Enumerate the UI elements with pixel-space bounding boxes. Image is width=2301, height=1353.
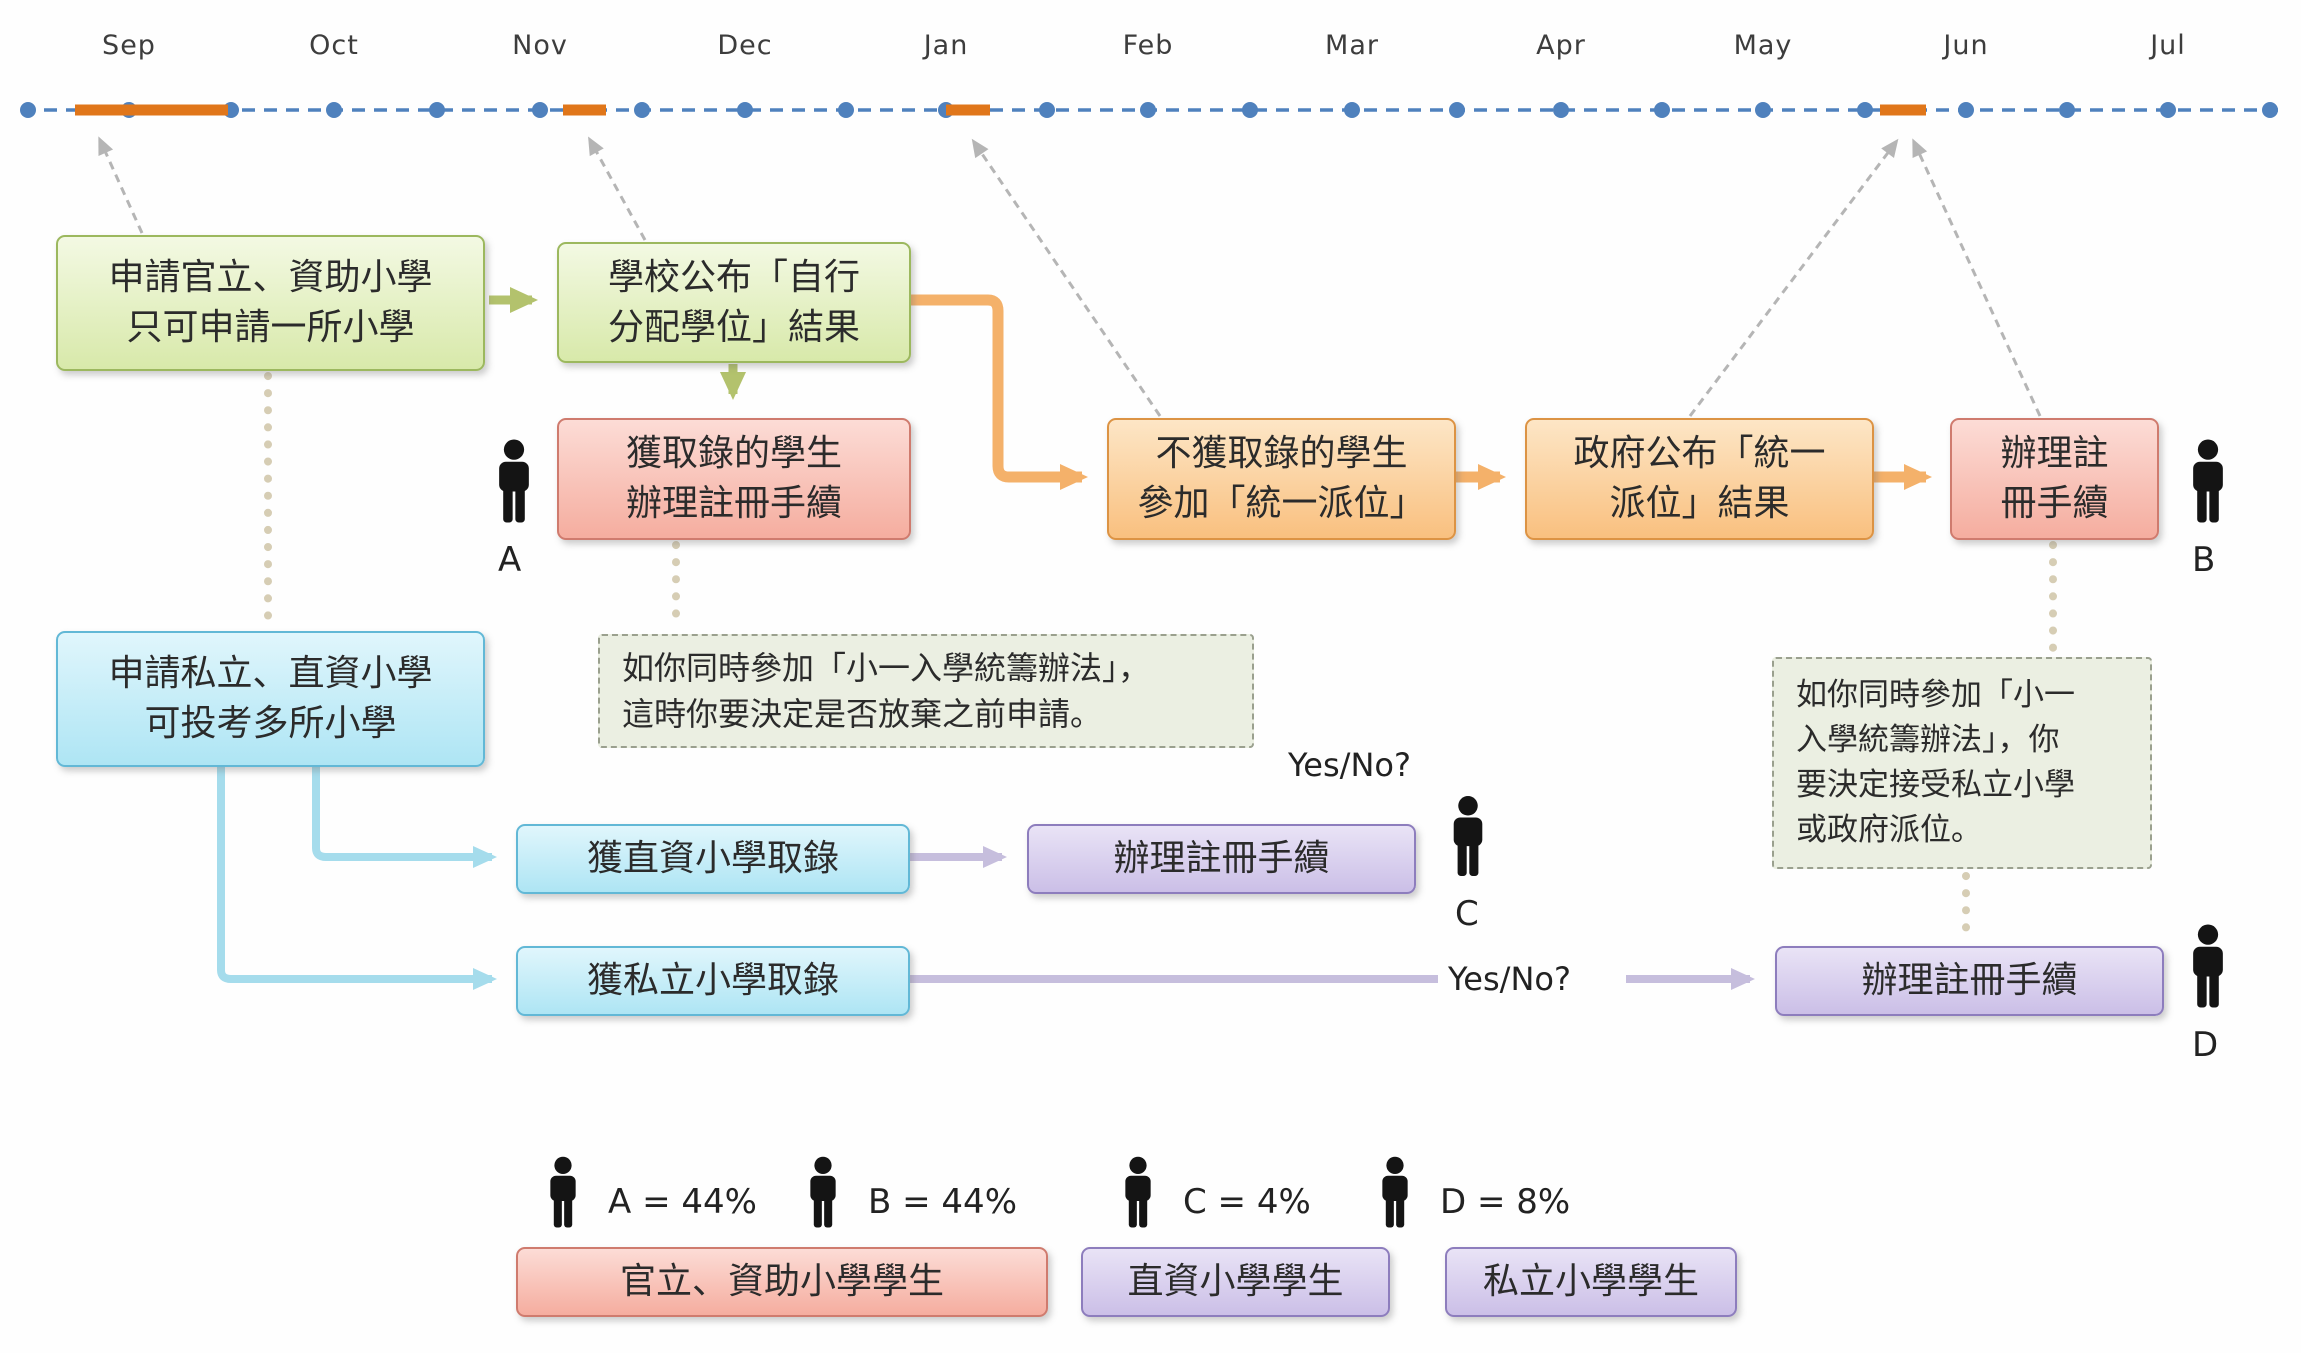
legend-person-c-icon xyxy=(1115,1155,1161,1231)
month-label-may: May xyxy=(1733,30,1793,61)
orange-arrows xyxy=(910,294,1932,490)
yes-no-label-d: Yes/No? xyxy=(1448,960,1571,998)
legend-box-private-students: 私立小學學生 xyxy=(1445,1247,1737,1317)
month-label-mar: Mar xyxy=(1325,30,1379,61)
legend-label-a: A = 44% xyxy=(608,1182,757,1222)
box-dss-admitted: 獲直資小學取錄 xyxy=(516,824,910,894)
legend-label-c: C = 4% xyxy=(1183,1182,1311,1222)
person-b-icon xyxy=(2181,436,2235,528)
legend-label-d: D = 8% xyxy=(1440,1182,1571,1222)
person-a-icon xyxy=(487,436,541,528)
box-government-announce: 政府公布「統一 派位」結果 xyxy=(1525,418,1874,540)
box-apply-government-school: 申請官立、資助小學 只可申請一所小學 xyxy=(56,235,485,371)
month-label-nov: Nov xyxy=(512,30,568,61)
person-a-label: A xyxy=(498,540,522,580)
month-label-sep: Sep xyxy=(102,30,156,61)
timeline-pointers xyxy=(98,136,2042,417)
month-label-oct: Oct xyxy=(309,30,359,61)
yes-no-label-c: Yes/No? xyxy=(1288,746,1411,784)
legend-box-dss-students: 直資小學學生 xyxy=(1081,1247,1390,1317)
legend-person-d-icon xyxy=(1372,1155,1418,1231)
person-d-icon xyxy=(2181,921,2235,1013)
person-d-label: D xyxy=(2192,1025,2219,1065)
box-register-d: 辦理註冊手續 xyxy=(1775,946,2164,1016)
month-label-dec: Dec xyxy=(717,30,773,61)
box-apply-private-school: 申請私立、直資小學 可投考多所小學 xyxy=(56,631,485,767)
person-c-icon xyxy=(1442,792,1494,882)
lavender-arrows xyxy=(910,846,1755,990)
box-school-announce-results: 學校公布「自行 分配學位」結果 xyxy=(557,242,911,363)
timeline-dots xyxy=(20,102,2278,118)
month-label-apr: Apr xyxy=(1536,30,1586,61)
box-admitted-register: 獲取錄的學生 辦理註冊手續 xyxy=(557,418,911,540)
box-private-admitted: 獲私立小學取錄 xyxy=(516,946,910,1016)
month-label-feb: Feb xyxy=(1122,30,1174,61)
green-arrows xyxy=(489,287,746,400)
legend-person-a-icon xyxy=(540,1155,586,1231)
note-decide-abandon: 如你同時參加「小一入學統籌辦法」， 這時你要決定是否放棄之前申請。 xyxy=(598,634,1254,748)
month-label-jun: Jun xyxy=(1943,30,1989,61)
note-decide-private-or-gov: 如你同時參加「小一 入學統籌辦法」，你 要決定接受私立小學 或政府派位。 xyxy=(1772,657,2152,869)
legend-person-b-icon xyxy=(800,1155,846,1231)
box-register-b: 辦理註 冊手續 xyxy=(1950,418,2159,540)
dotted-links xyxy=(264,372,2057,942)
box-register-c: 辦理註冊手續 xyxy=(1027,824,1416,894)
legend-label-b: B = 44% xyxy=(868,1182,1017,1222)
month-label-jul: Jul xyxy=(2150,30,2186,61)
person-b-label: B xyxy=(2192,540,2216,580)
legend-box-government-students: 官立、資助小學學生 xyxy=(516,1247,1048,1317)
person-c-label: C xyxy=(1455,894,1479,934)
box-not-admitted-allocation: 不獲取錄的學生 參加「統一派位」 xyxy=(1107,418,1456,540)
blue-arrows xyxy=(217,765,497,990)
month-label-jan: Jan xyxy=(923,30,969,61)
